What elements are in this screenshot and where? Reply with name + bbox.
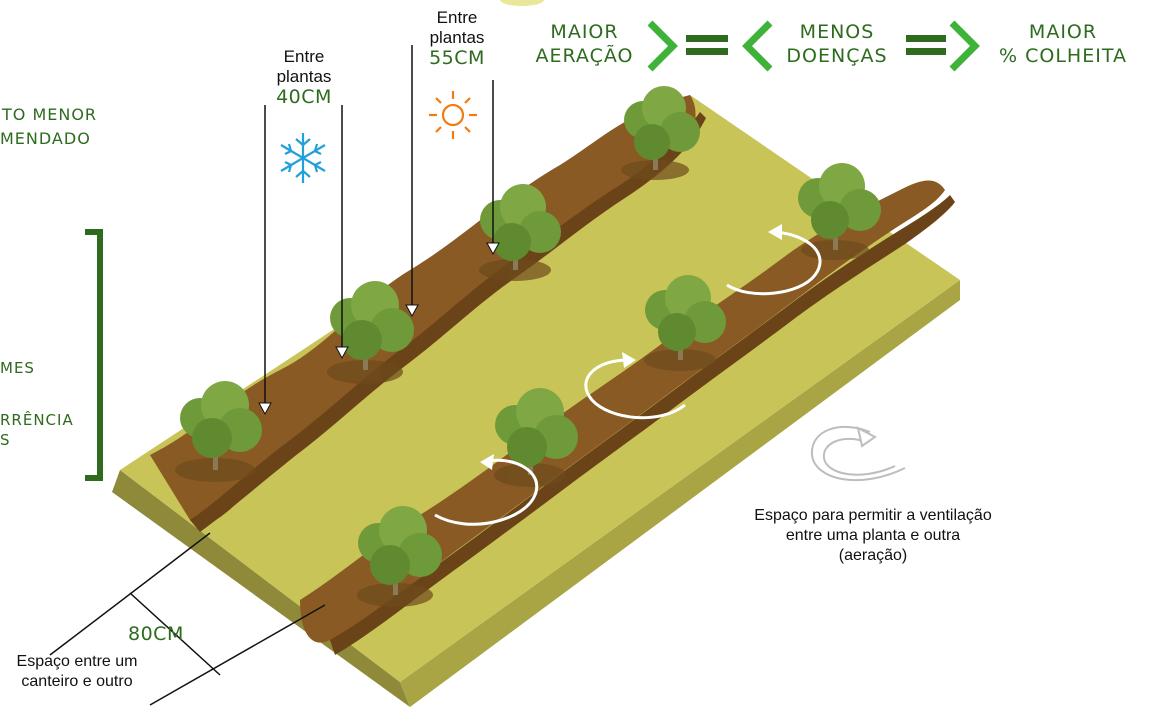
left-note-low: RRÊNCIA S bbox=[0, 411, 74, 449]
plant bbox=[624, 86, 700, 170]
spacing-80-caption: Espaço entre um canteiro e outro bbox=[16, 653, 138, 690]
airflow-arrow bbox=[726, 230, 822, 296]
equals-icon bbox=[906, 35, 946, 42]
spacing-40-label: Entre plantas 40CM bbox=[258, 47, 350, 107]
pointer-head bbox=[486, 242, 500, 256]
chevron-right-icon bbox=[647, 20, 678, 72]
spacing-40-value: 40CM bbox=[276, 86, 332, 108]
plant bbox=[480, 184, 561, 270]
airflow-arrow bbox=[434, 458, 539, 526]
header-maior-aeracao: MAIOR AERAÇÃO bbox=[535, 21, 634, 67]
equals-icon bbox=[686, 35, 728, 42]
slab-right-side bbox=[400, 280, 960, 707]
chevron-left-icon bbox=[742, 20, 773, 72]
bed-left-shade bbox=[190, 112, 706, 532]
airflow-arrows bbox=[434, 224, 822, 526]
header-maior-colheita: MAIOR % COLHEITA bbox=[999, 21, 1127, 67]
pointer-head bbox=[258, 402, 272, 416]
snowflake-icon bbox=[280, 133, 326, 183]
bed-right-shade bbox=[330, 195, 955, 655]
plant bbox=[180, 381, 262, 470]
plant bbox=[358, 506, 442, 595]
bed-left bbox=[150, 95, 696, 524]
left-bracket bbox=[85, 229, 103, 481]
plants bbox=[180, 86, 881, 595]
airflow-arrow bbox=[584, 358, 686, 420]
left-note-top: TO MENOR MENDADO bbox=[0, 105, 98, 148]
plant bbox=[495, 388, 578, 475]
header-menos-doencas: MENOS DOENÇAS bbox=[786, 21, 888, 67]
pointer-head bbox=[405, 304, 419, 318]
spacing-55-label: Entre plantas 55CM bbox=[412, 8, 502, 68]
spacing-pointers bbox=[264, 45, 494, 403]
left-note-mid: MES bbox=[0, 359, 35, 377]
sun-icon bbox=[429, 91, 477, 139]
bed-right bbox=[300, 180, 945, 643]
ventilation-caption: Espaço para permitir a ventilação entre … bbox=[754, 507, 992, 564]
plant bbox=[330, 281, 414, 370]
chevron-right-icon bbox=[949, 20, 980, 72]
bed-spacing-dimension bbox=[49, 532, 326, 706]
spacing-55-value: 55CM bbox=[429, 47, 485, 69]
top-partial-shape bbox=[500, 0, 544, 6]
pointer-head bbox=[335, 346, 349, 360]
spacing-80-value: 80CM bbox=[128, 623, 184, 645]
plant bbox=[645, 275, 726, 360]
plant bbox=[798, 163, 881, 250]
legend-airflow-icon bbox=[810, 425, 906, 482]
header-symbols bbox=[647, 20, 980, 72]
